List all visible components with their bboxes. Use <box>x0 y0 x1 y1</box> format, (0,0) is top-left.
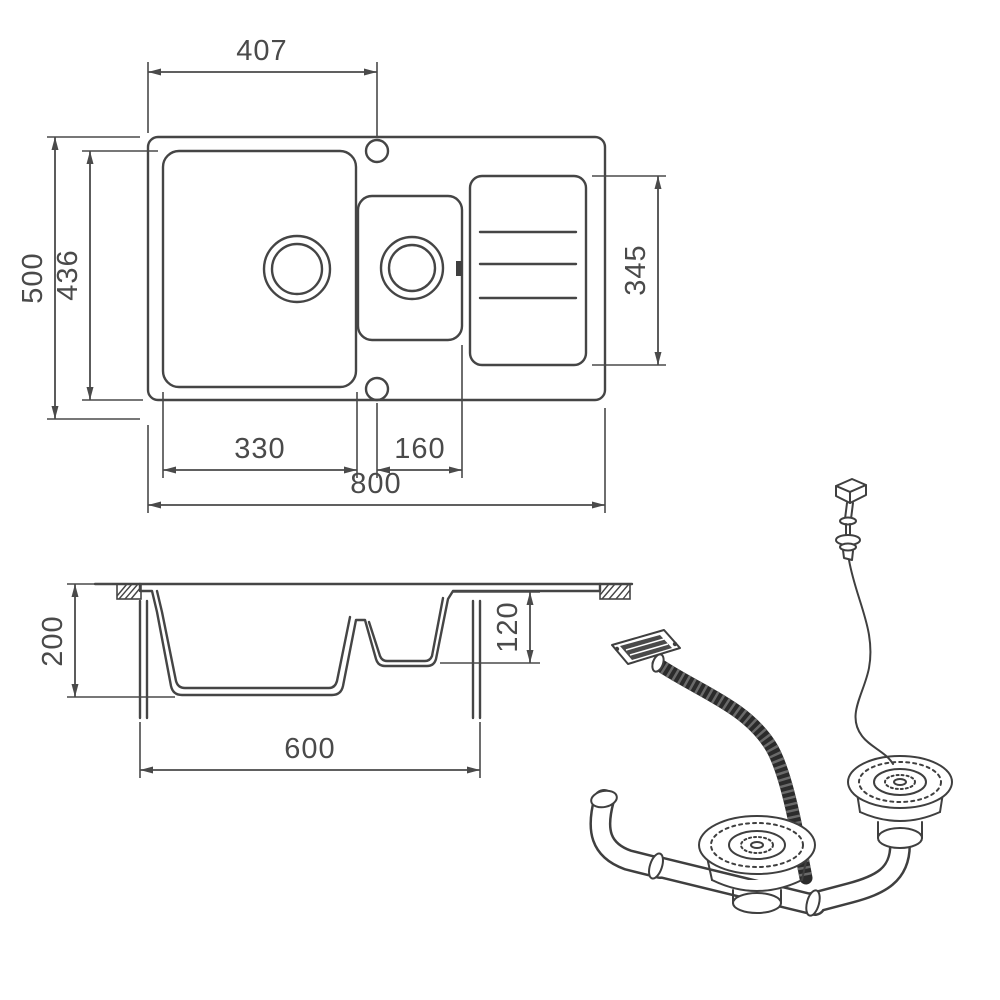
half-drain-inner <box>387 243 437 293</box>
dimension-label: 800 <box>350 468 401 500</box>
pipe-flange <box>590 789 618 809</box>
waste-pipes <box>589 789 911 917</box>
dimension-label: 600 <box>284 733 335 765</box>
pipe-collar <box>648 852 664 880</box>
dim-half-bowl-depth: 120 <box>440 591 540 664</box>
dim-main-bowl-width: 330 <box>162 392 358 478</box>
plan-dimensions: 407 500 436 345 <box>17 35 666 513</box>
tap-hole-top <box>364 138 390 164</box>
knob-cable <box>848 559 894 765</box>
main-drain-outer <box>262 234 332 304</box>
dim-main-bowl-depth: 200 <box>37 583 175 698</box>
dimension-label: 407 <box>236 35 287 67</box>
countertop-hatch-right <box>599 583 631 600</box>
pop-up-knob <box>835 478 867 561</box>
section-profile-inner-main <box>155 589 352 690</box>
dim-drainer-depth: 345 <box>592 175 666 366</box>
sink-outline <box>146 135 607 402</box>
section-dimensions: 200 120 600 <box>37 583 540 778</box>
countertop-hatch-left <box>116 583 142 600</box>
section-profile-outer <box>138 582 602 697</box>
pipe-collar <box>805 889 821 917</box>
dim-half-bowl-width: 160 <box>376 345 463 478</box>
main-bowl <box>161 149 358 389</box>
section-outline <box>93 582 634 720</box>
dimension-label: 200 <box>37 615 69 666</box>
dim-overall-depth: 500 <box>17 136 140 420</box>
half-bowl <box>356 194 464 342</box>
tap-hole-bottom <box>364 376 390 402</box>
dim-base-cabinet-width: 600 <box>139 722 481 778</box>
section-profile-inner-half <box>367 596 445 663</box>
screw-icon <box>672 641 678 647</box>
dim-tap-hole-offset: 407 <box>147 35 378 138</box>
overflow-plate <box>611 629 681 665</box>
screw-icon <box>614 646 620 652</box>
waste-kit-illustration <box>589 478 953 917</box>
overflow-mark <box>456 261 462 276</box>
dimension-label: 345 <box>620 244 652 295</box>
strainer-left <box>698 815 816 914</box>
section-view: 200 120 600 <box>37 582 634 778</box>
main-drain-inner <box>270 242 324 296</box>
strainer-right <box>847 755 953 849</box>
half-drain-outer <box>379 235 445 301</box>
dimension-label: 500 <box>17 252 49 303</box>
dimension-label: 160 <box>394 433 445 465</box>
dim-overall-width: 800 <box>147 408 606 513</box>
drainer-area <box>468 174 588 367</box>
dimension-label: 120 <box>492 601 524 652</box>
dimension-label: 436 <box>52 249 84 300</box>
dim-inner-depth: 436 <box>52 150 158 401</box>
plan-view: 407 500 436 345 <box>17 35 666 513</box>
dimension-label: 330 <box>234 433 285 465</box>
